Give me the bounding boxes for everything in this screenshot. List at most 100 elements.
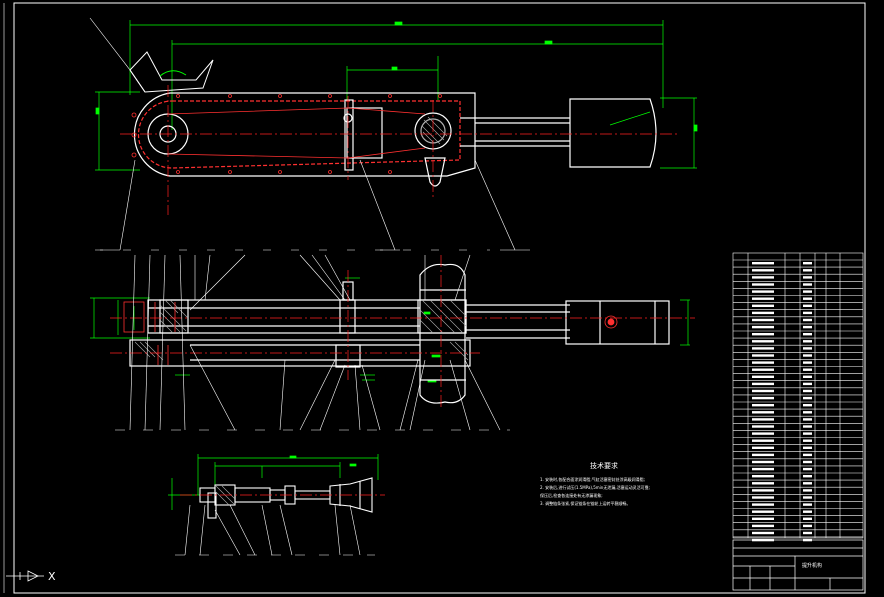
parts-list-entry: [803, 304, 812, 307]
parts-list-entry: [803, 382, 812, 386]
parts-list-entry: [803, 276, 812, 279]
top-view-dimensions: [95, 20, 698, 171]
tech-req-line-2: 2. 安装后,进行试压(1.5MPa),5min无泄漏,活塞运动灵活可靠;: [540, 484, 650, 490]
parts-list-entry: [803, 467, 812, 471]
front-view-centerlines: [110, 255, 695, 410]
section-hidden-lines: [123, 301, 618, 365]
top-view-leaders: [89, 17, 530, 251]
parts-list-entry: [803, 354, 812, 357]
parts-list-entry: [803, 460, 812, 464]
parts-list-entry: [752, 276, 774, 279]
shaft-outline: [199, 477, 373, 519]
parts-list-entry: [803, 439, 812, 442]
parts-list-entry: [752, 446, 774, 449]
sheet-border: [13, 2, 866, 594]
parts-list-entry: [803, 453, 812, 457]
parts-list-entry: [803, 297, 812, 300]
parts-list-entry: [803, 375, 812, 378]
parts-list-entry: [803, 510, 812, 513]
parts-list-entry: [752, 517, 774, 520]
parts-list-entry: [752, 361, 774, 364]
housing-bolts: [131, 94, 442, 174]
parts-list-entry: [752, 389, 774, 393]
parts-list-entry: [803, 531, 812, 535]
parts-list-entry: [752, 467, 774, 471]
parts-list-entry: [803, 389, 812, 393]
tech-req-line-1: 1. 安装时,各配合面涂润滑脂,气缸活塞密封处涂高级润滑脂;: [540, 476, 645, 482]
parts-list-entry: [803, 311, 812, 315]
parts-list-entry: [752, 304, 774, 307]
tech-req-line-3: 保压后,检查各连接处有无渗漏现象;: [540, 492, 603, 498]
parts-list-entry: [752, 269, 774, 272]
parts-list-entry: [752, 411, 774, 414]
parts-list-entry: [752, 283, 774, 286]
parts-list-entry: [752, 297, 774, 300]
tech-req-line-4: 3. 调整链条张紧,保证链条在链轮上运转平稳顺畅。: [540, 500, 630, 506]
mounting-bracket: [129, 51, 214, 93]
parts-list-entry: [803, 262, 812, 265]
parts-list-entry: [752, 382, 774, 386]
tech-req-title: 技术要求: [590, 461, 618, 470]
chain-housing: [133, 92, 570, 187]
parts-list-entry: [803, 475, 812, 478]
parts-list-entry: [803, 425, 812, 428]
parts-list-entry: [803, 446, 812, 449]
front-view-dimensions: [90, 277, 690, 383]
parts-list-entry: [803, 482, 812, 485]
parts-list-entry: [803, 524, 812, 528]
parts-list-entry: [752, 318, 774, 322]
ucs-x-label: X: [48, 570, 56, 583]
chain-strand: [167, 107, 426, 159]
parts-list-entry: [803, 340, 812, 343]
parts-list: [732, 252, 864, 542]
parts-list-entry: [803, 290, 812, 293]
parts-list-entry: [803, 361, 812, 364]
parts-list-entry: [752, 496, 774, 499]
parts-list-entry: [803, 404, 812, 407]
parts-list-entry: [752, 325, 774, 329]
front-section-view[interactable]: [90, 249, 695, 431]
section-outline: [129, 281, 670, 368]
title-block: [732, 539, 864, 591]
parts-list-entry: [752, 418, 774, 421]
parts-list-entry: [752, 531, 774, 535]
parts-list-entry: [803, 496, 812, 499]
parts-list-entry: [803, 411, 812, 414]
parts-list-entry: [752, 368, 774, 371]
parts-list-entry: [752, 340, 774, 343]
parts-list-entry: [803, 347, 812, 350]
parts-list-entry: [752, 311, 774, 315]
parts-list-entry: [752, 460, 774, 464]
cylinder-body-top: [569, 98, 657, 168]
parts-list-entry: [752, 375, 774, 378]
shaft-hatch: [215, 485, 236, 506]
sprocket-column: [419, 263, 466, 404]
parts-list-entry: [752, 453, 774, 457]
ucs-icon: [6, 570, 44, 582]
parts-list-entry: [803, 283, 812, 286]
parts-list-entry: [752, 425, 774, 428]
top-view[interactable]: [89, 17, 698, 251]
parts-list-entry: [752, 475, 774, 478]
parts-list-entry: [752, 333, 774, 336]
parts-list-entry: [752, 482, 774, 485]
top-view-centerlines: [120, 85, 680, 215]
shaft-dimensions: [168, 454, 379, 510]
shaft-detail-view[interactable]: [168, 454, 385, 556]
parts-list-entry: [803, 432, 812, 435]
shaft-leaders: [175, 504, 375, 556]
parts-list-entry: [803, 489, 812, 492]
parts-list-entry: [752, 510, 774, 513]
parts-list-entry: [752, 262, 774, 265]
parts-list-entry: [803, 503, 812, 506]
parts-list-entry: [803, 318, 812, 322]
parts-list-entry: [752, 439, 774, 442]
parts-list-entry: [803, 269, 812, 272]
parts-list-entry: [752, 503, 774, 506]
parts-list-entry: [803, 418, 812, 421]
parts-list-entry: [752, 347, 774, 350]
parts-list-entry: [752, 489, 774, 492]
parts-list-entry: [803, 368, 812, 371]
parts-list-entry: [803, 325, 812, 329]
